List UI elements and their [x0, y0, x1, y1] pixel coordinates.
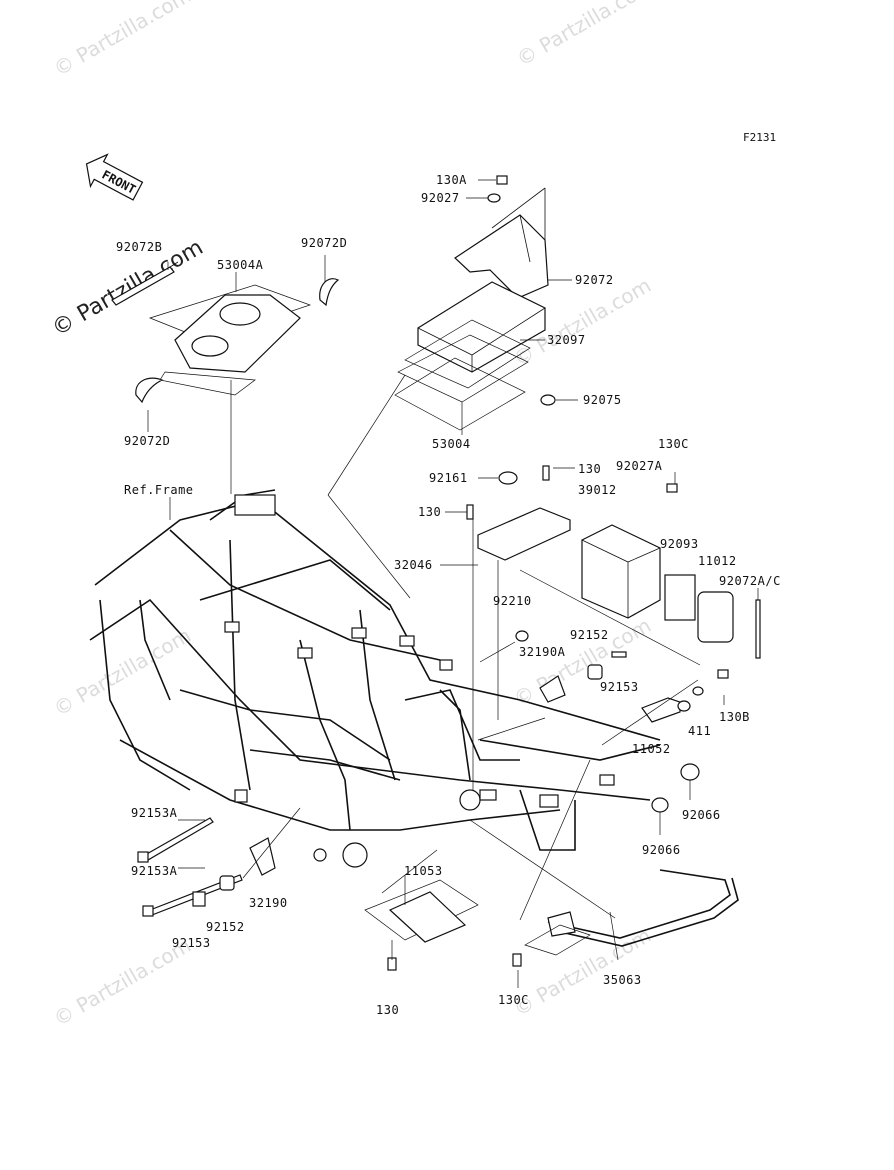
part-label-130-left[interactable]: 130	[418, 505, 442, 519]
part-label-92072A-C[interactable]: 92072A/C	[719, 574, 781, 588]
tie-band-92072B	[111, 261, 179, 306]
part-label-32097[interactable]: 32097	[547, 333, 586, 347]
plate-53004A	[148, 284, 312, 396]
part-label-92027A[interactable]: 92027A	[616, 459, 663, 473]
part-label-35063[interactable]: 35063	[603, 973, 642, 987]
part-label-92027[interactable]: 92027	[421, 191, 460, 205]
front-arrow-icon: FRONT	[85, 153, 144, 201]
part-label-92153-left[interactable]: 92153	[172, 936, 211, 950]
part-label-11052[interactable]: 11052	[632, 742, 671, 756]
part-label-130-bottom[interactable]: 130	[376, 1003, 400, 1017]
bracket-32046	[466, 465, 571, 561]
skid-plate-11053	[364, 879, 479, 971]
part-label-92072[interactable]: 92072	[575, 273, 614, 287]
main-frame	[89, 489, 700, 868]
part-label-92161[interactable]: 92161	[429, 471, 468, 485]
part-label-32190[interactable]: 32190	[249, 896, 288, 910]
part-label-32190A[interactable]: 32190A	[519, 645, 566, 659]
part-label-92066-upper[interactable]: 92066	[682, 808, 721, 822]
part-label-92093[interactable]: 92093	[660, 537, 699, 551]
part-label-11012[interactable]: 11012	[698, 554, 737, 568]
part-label-92153-right[interactable]: 92153	[600, 680, 639, 694]
clip-92072D-top	[319, 278, 340, 307]
tool-box-39012	[581, 483, 761, 659]
duct-cover-92072	[454, 175, 549, 299]
bracket-32190A	[515, 630, 729, 723]
part-label-411[interactable]: 411	[688, 724, 712, 738]
part-label-130-right[interactable]: 130	[578, 462, 602, 476]
part-label-92072B[interactable]: 92072B	[116, 240, 163, 254]
part-label-92072D-top[interactable]: 92072D	[301, 236, 348, 250]
part-label-130C-bottom[interactable]: 130C	[498, 993, 529, 1007]
part-label-92153A-upper[interactable]: 92153A	[131, 806, 178, 820]
part-label-11053[interactable]: 11053	[404, 864, 443, 878]
figure-code: F2131	[743, 131, 777, 144]
part-label-92072D-bottom[interactable]: 92072D	[124, 434, 171, 448]
clip-92072D-bottom	[135, 377, 164, 404]
part-label-130A[interactable]: 130A	[436, 173, 467, 187]
part-label-130B[interactable]: 130B	[719, 710, 750, 724]
part-label-130C-top[interactable]: 130C	[658, 437, 689, 451]
part-label-32046[interactable]: 32046	[394, 558, 433, 572]
part-label-53004A[interactable]: 53004A	[217, 258, 264, 272]
part-label-53004[interactable]: 53004	[432, 437, 471, 451]
part-label-92153A-lower[interactable]: 92153A	[131, 864, 178, 878]
part-label-92152-right[interactable]: 92152	[570, 628, 609, 642]
part-label-92152-left[interactable]: 92152	[206, 920, 245, 934]
frame-reference-label: Ref.Frame	[124, 483, 194, 497]
part-label-92210[interactable]: 92210	[493, 594, 532, 608]
part-label-92066-lower[interactable]: 92066	[642, 843, 681, 857]
part-label-39012[interactable]: 39012	[578, 483, 617, 497]
battery-case-32097	[394, 281, 556, 431]
left-mount-parts	[137, 817, 276, 917]
bumper-35063	[512, 869, 739, 967]
part-label-92075[interactable]: 92075	[583, 393, 622, 407]
leader-lines	[147, 179, 759, 988]
